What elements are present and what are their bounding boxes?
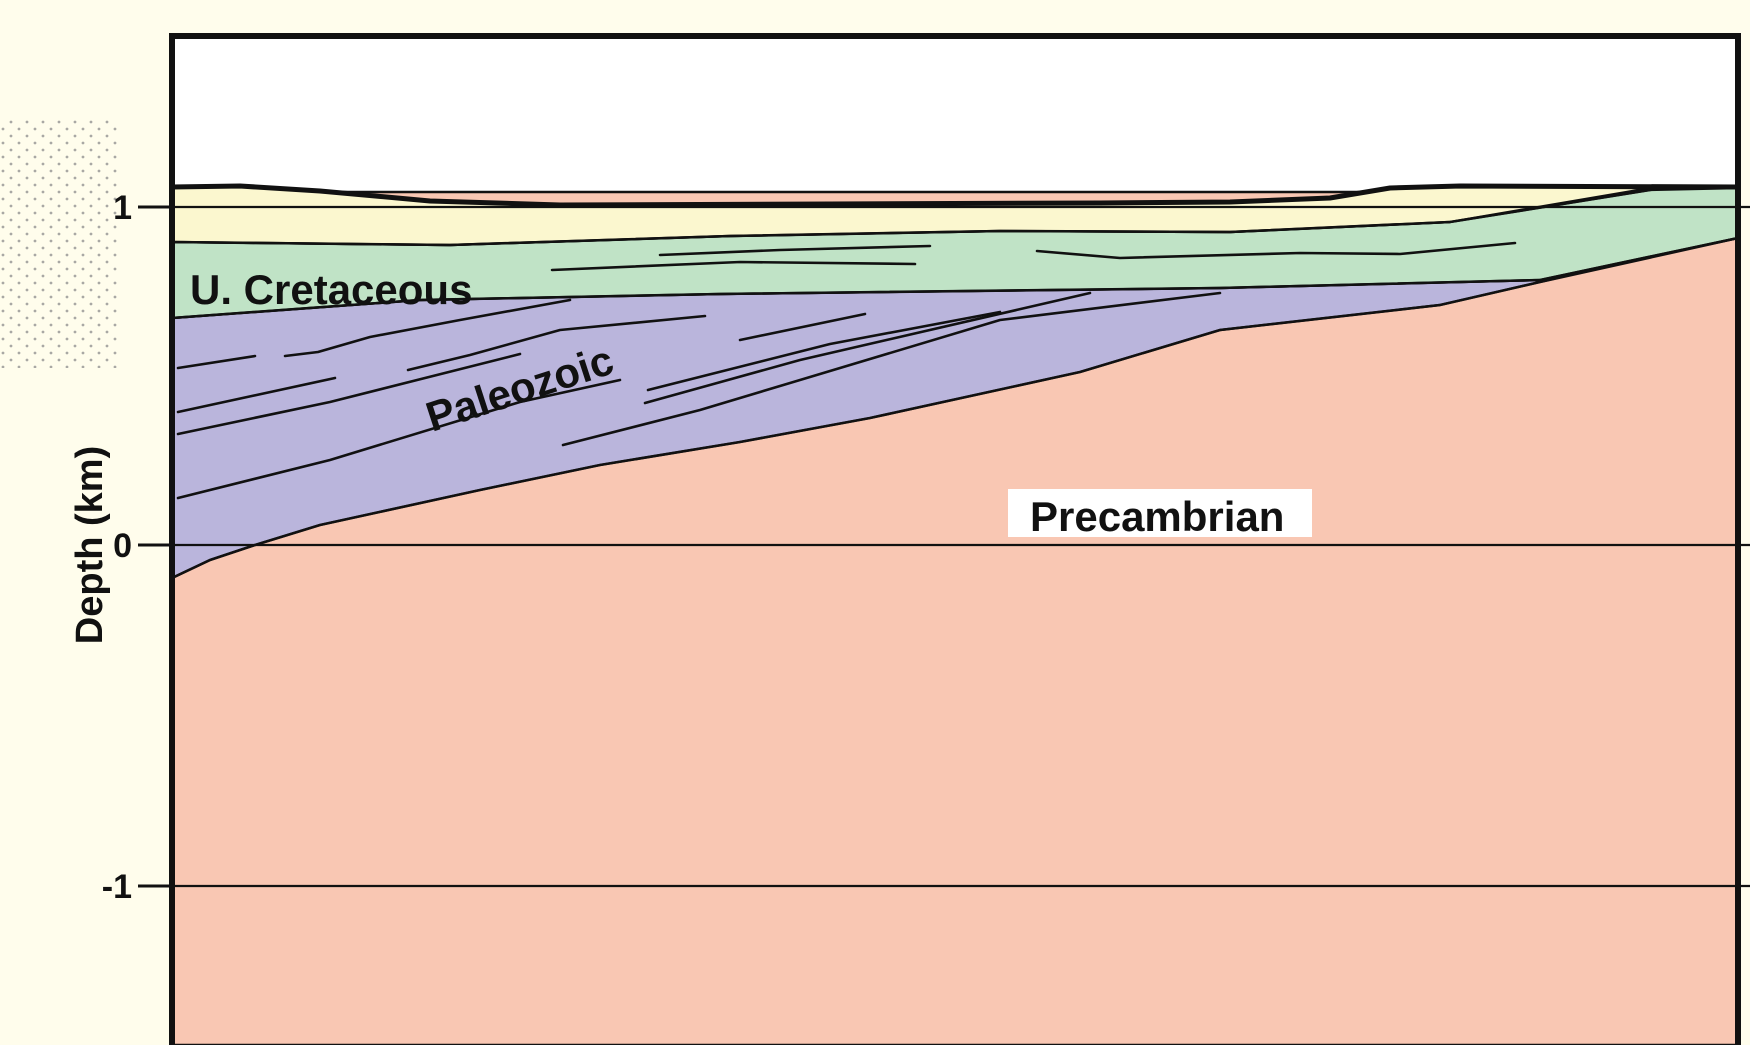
- y-tick-label-1: 1: [113, 189, 132, 227]
- label-u-cretaceous: U. Cretaceous: [190, 266, 472, 313]
- y-tick-label-0: 0: [113, 527, 132, 565]
- stipple-swatch: [0, 118, 118, 368]
- label-precambrian: Precambrian: [1030, 493, 1284, 540]
- y-tick-label-minus1: -1: [102, 868, 132, 906]
- y-axis-title: Depth (km): [69, 446, 111, 644]
